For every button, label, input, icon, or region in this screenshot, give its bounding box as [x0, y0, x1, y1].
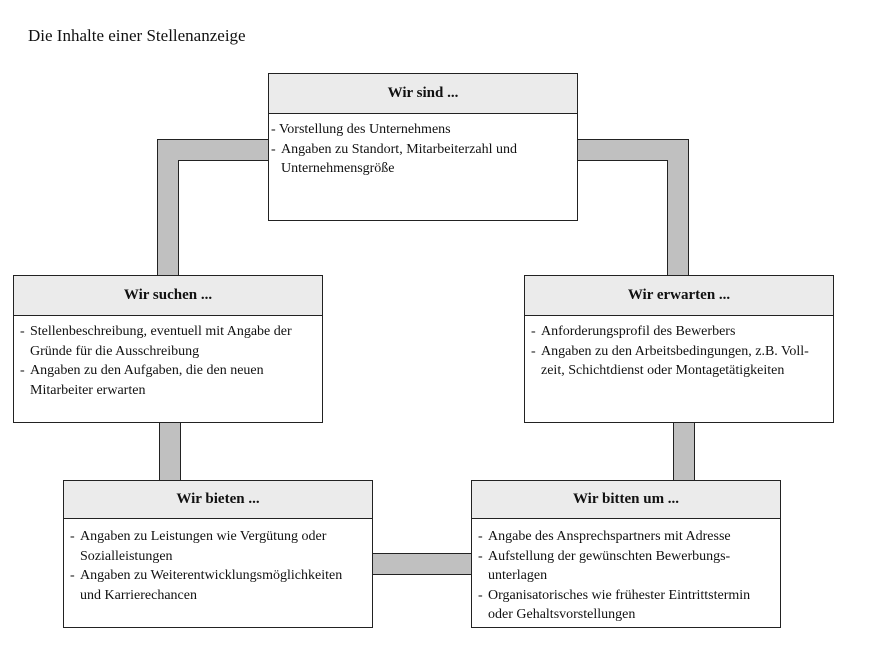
diagram-title: Die Inhalte einer Stellenanzeige [28, 26, 246, 45]
box-body: -Anforderungsprofil des Bewerbers -Angab… [525, 316, 833, 381]
list-item: -Angaben zu Standort, Mitarbeiterzahl un… [271, 141, 517, 177]
list-item: -Stellenbeschreibung, eventuell mit Anga… [20, 324, 292, 359]
list-item: -Anforderungsprofil des Bewerbers [531, 324, 736, 339]
list-item: -Aufstellung der gewünschten Bewerbungs-… [478, 548, 731, 584]
box-wir-suchen: Wir suchen ... -Stellenbeschreibung, eve… [13, 275, 323, 423]
list-item: -Angaben zu den Aufgaben, die den neuen … [20, 363, 264, 398]
box-body: -Angaben zu Leistungen wie Vergütung ode… [64, 519, 372, 605]
box-header: Wir erwarten ... [525, 276, 833, 316]
connector-sind-suchen [157, 139, 268, 276]
box-header: Wir bitten um ... [472, 481, 780, 519]
box-header: Wir sind ... [269, 74, 577, 114]
list-item: -Angaben zu Weiterentwicklungsmöglichkei… [70, 568, 343, 603]
list-item: -Vorstellung des Unternehmens [271, 122, 451, 137]
list-item: -Organisatorisches wie frühester Eintrit… [478, 587, 751, 623]
box-wir-erwarten: Wir erwarten ... -Anforderungsprofil des… [524, 275, 834, 423]
box-body: -Stellenbeschreibung, eventuell mit Anga… [14, 316, 322, 400]
box-header: Wir suchen ... [14, 276, 322, 316]
box-body: -Vorstellung des Unternehmens -Angaben z… [269, 114, 577, 179]
box-body: -Angabe des Ansprechspartners mit Adress… [472, 519, 780, 625]
box-wir-bieten: Wir bieten ... -Angaben zu Leistungen wi… [63, 480, 373, 628]
connector-sind-erwarten [577, 139, 689, 276]
box-wir-bitten-um: Wir bitten um ... -Angabe des Ansprechsp… [471, 480, 781, 628]
list-item: -Angabe des Ansprechspartners mit Adress… [478, 529, 731, 544]
list-item: -Angaben zu den Arbeitsbedingungen, z.B.… [531, 343, 809, 379]
list-item: -Angaben zu Leistungen wie Vergütung ode… [70, 529, 327, 564]
box-wir-sind: Wir sind ... -Vorstellung des Unternehme… [268, 73, 578, 221]
box-header: Wir bieten ... [64, 481, 372, 519]
